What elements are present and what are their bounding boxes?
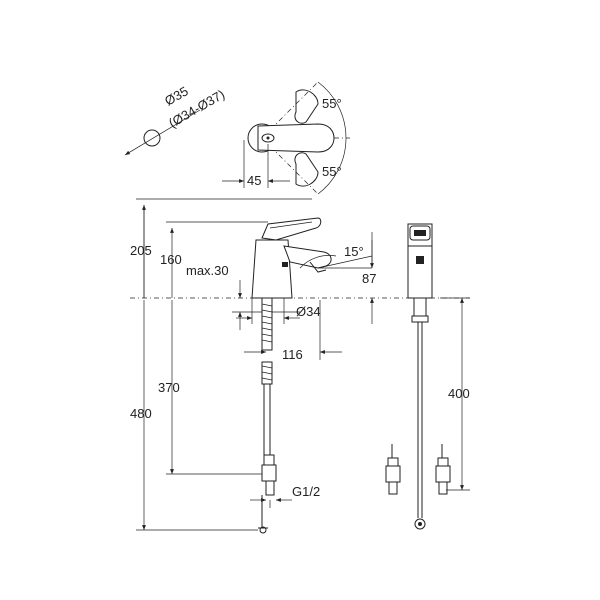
reach-label: 116 [282,347,303,362]
height-spout-label: 160 [160,252,182,267]
hole-diameter-view: Ø35 (Ø34-Ø37) [124,83,227,156]
angle-lower-label: 55° [322,164,342,179]
depth-370-label: 370 [158,380,180,395]
height-total-label: 205 [130,243,152,258]
spout-height-label: 87 [362,271,376,286]
tilt-angle-label: 15° [344,244,364,259]
max-thickness-label: max.30 [186,263,229,278]
depth-480-label: 480 [130,406,152,421]
thread-label: G1/2 [292,484,320,499]
shank-diameter-label: Ø34 [296,304,321,319]
faucet-side-view: 15° 87 205 160 max.30 Ø34 116 [130,198,470,534]
angle-upper-label: 55° [322,96,342,111]
hose-400-label: 400 [448,386,470,401]
lever-top-view: 55° 55° 45 [222,81,350,195]
faucet-front-view: 400 [385,223,470,530]
offset-top-label: 45 [247,173,261,188]
